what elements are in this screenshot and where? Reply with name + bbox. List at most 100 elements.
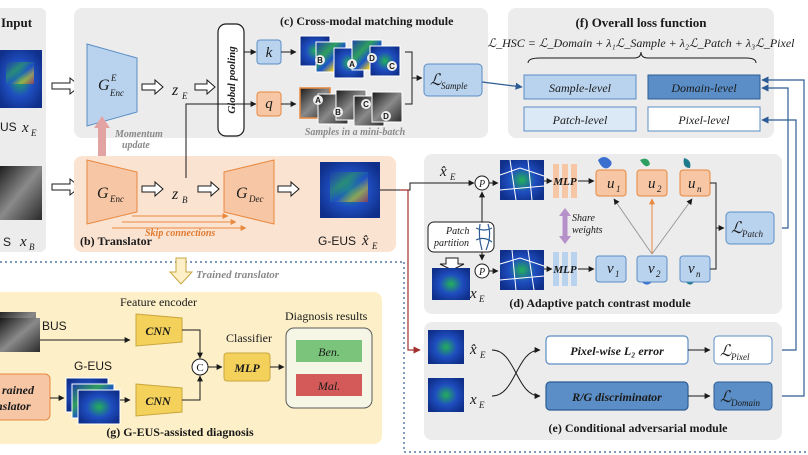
domain-level-label: Domain-level <box>670 81 737 95</box>
mlp-bottom-label: MLP <box>552 264 577 276</box>
bus-sub: B <box>29 242 35 252</box>
mlp-bar <box>562 252 568 286</box>
malignant-label: Mal. <box>317 379 340 393</box>
patch-source-image <box>432 268 470 300</box>
mlp-bar <box>553 252 559 286</box>
bus-encoder-letter: G <box>97 185 109 202</box>
patch-xhat-var: x̂ <box>439 164 447 180</box>
tile-letter-bg <box>333 107 343 117</box>
contrast-line-v2-un <box>651 198 693 255</box>
q-label: q <box>265 96 273 112</box>
u1-block <box>595 169 627 197</box>
v1-sub: 1 <box>615 269 620 279</box>
loss-sample-symbol: ℒ <box>430 72 442 89</box>
patch-thumb <box>598 157 612 169</box>
v2-sub: 2 <box>656 269 661 279</box>
eus-encoder-letter: G <box>98 77 110 94</box>
patch-partition-box <box>427 221 495 253</box>
tile-letter-bg <box>367 53 377 63</box>
patch-grid-bottom <box>499 249 545 291</box>
share-weights-heads <box>559 208 571 244</box>
tile-letter: A <box>315 96 321 105</box>
benign-label: Ben. <box>318 345 340 359</box>
trained-line1: rained <box>2 383 35 397</box>
geus-to-patch-line <box>380 180 475 191</box>
loss-patch-block <box>725 211 775 245</box>
trained-line2: nslator <box>0 399 31 413</box>
z-e-label: z <box>171 82 179 99</box>
tile-letter: C <box>363 100 369 109</box>
v2-var: v <box>648 261 655 277</box>
u2-block <box>636 169 668 197</box>
adv-x-image <box>428 378 464 412</box>
arrow-cnn-top-to-concat <box>182 329 203 359</box>
loss-sample-block <box>423 63 483 97</box>
input-panel: Input US x E S x B <box>0 8 46 252</box>
bus-label: S <box>3 235 11 249</box>
eus-sample-tiles: B A D C <box>299 35 401 79</box>
classifier-label: Classifier <box>226 331 272 345</box>
decoder-block <box>223 159 275 225</box>
loss-equation: ℒ_HSC = ℒ_Domain + λ₁ℒ_Sample + λ₂ℒ_Patc… <box>487 36 795 50</box>
global-pooling-block <box>217 23 245 137</box>
trained-translator-arrow <box>168 257 194 285</box>
loss-pixel-block <box>713 335 773 365</box>
pixel-level-label: Pixel-level <box>677 113 730 127</box>
patch-partition-line1: Patch <box>445 226 469 237</box>
domain-loss-to-f <box>761 76 805 397</box>
mlp-bar <box>553 164 559 198</box>
vn-block <box>679 255 711 283</box>
decoder-sub: Dec <box>248 194 264 204</box>
mlp-bar <box>571 252 577 286</box>
mlp-bar <box>571 164 577 198</box>
tile-letter: D <box>383 112 389 121</box>
loss-domain-block <box>713 381 773 411</box>
patch-xhat-sub: E <box>449 172 456 182</box>
u2-var: u <box>648 176 656 192</box>
loss-pixel-sub: Pixel <box>730 352 750 362</box>
patch-thumb <box>683 158 691 168</box>
diag-bus-image <box>0 318 40 352</box>
tile-letter: D <box>369 54 375 63</box>
u1-var: u <box>607 176 615 192</box>
arrow-enc-to-ze <box>141 78 164 96</box>
eus-var: x <box>21 120 29 136</box>
weights-label: weights <box>572 225 603 236</box>
p-node-bottom-label: P <box>478 267 485 278</box>
global-pooling-label: Global pooling <box>226 46 238 114</box>
eus-encoder-block <box>86 43 138 127</box>
mlp-top: MLP <box>552 164 577 198</box>
eus-sub: E <box>30 128 37 138</box>
loss-sample-sub: Sample <box>441 81 468 91</box>
momentum-arrow-head <box>94 116 110 128</box>
cnn-top-label: CNN <box>145 324 172 338</box>
pixel-error-label: Pixel-wise L₂ error <box>570 344 664 358</box>
adversarial-bg <box>424 322 782 440</box>
adv-xhat-sub: E <box>479 350 486 360</box>
tile-letter-bg <box>361 99 371 109</box>
hollow-down-arrow <box>439 257 465 271</box>
tile-letter: C <box>389 62 395 71</box>
vn-sub: n <box>696 269 701 279</box>
diagnosis-panel: (g) G-EUS-assisted diagnosis Feature enc… <box>0 292 382 444</box>
vn-var: v <box>688 261 695 277</box>
geus-sub: E <box>371 241 378 251</box>
patch-thumb <box>640 158 650 167</box>
update-label: update <box>122 140 150 151</box>
loss-pixel-symbol: ℒ <box>720 343 732 360</box>
mlp-bar <box>562 164 568 198</box>
k-label: k <box>266 45 273 61</box>
decoder-letter: G <box>236 185 248 202</box>
geus-var: x̂ <box>361 233 369 249</box>
concat-label: C <box>196 362 203 374</box>
patch-partition-line2: partition <box>433 238 469 249</box>
loss-panel-bg <box>508 8 774 138</box>
loss-function-panel: (f) Overall loss function ℒ_HSC = ℒ_Doma… <box>487 8 795 138</box>
mlp-top-label: MLP <box>552 176 577 188</box>
bus-var: x <box>19 234 27 250</box>
patch-panel-title: (d) Adaptive patch contrast module <box>509 296 691 310</box>
discriminator-label: R/G discriminator <box>571 390 662 404</box>
tile-letter: B <box>317 56 323 65</box>
sample-loss-to-f <box>481 81 523 90</box>
loss-panel-title: (f) Overall loss function <box>575 15 707 30</box>
